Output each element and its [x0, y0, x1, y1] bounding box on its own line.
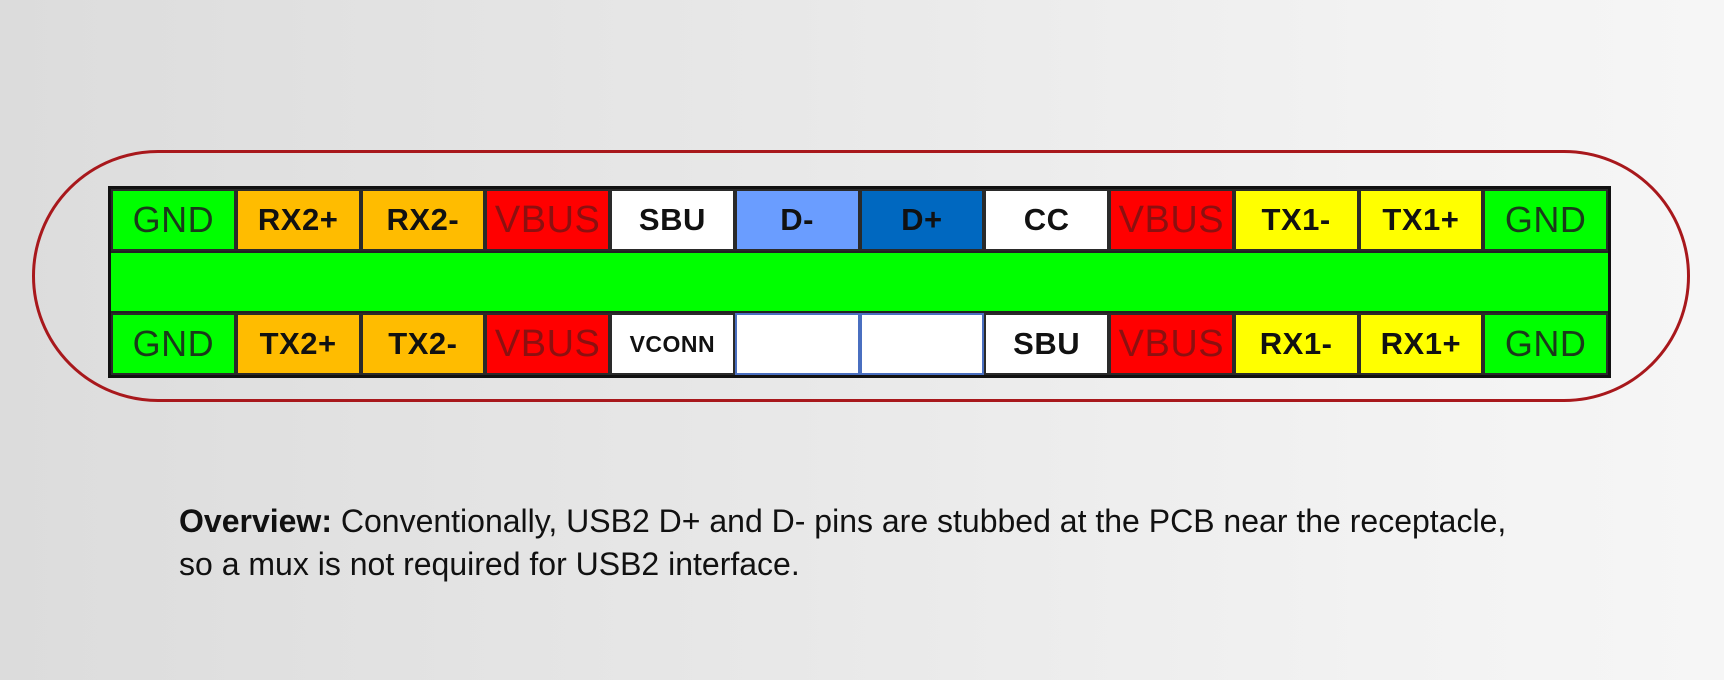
overview-label: Overview:	[179, 503, 332, 539]
bottom-pin-gnd: GND	[1483, 313, 1608, 375]
overview-text: Conventionally, USB2 D+ and D- pins are …	[179, 503, 1507, 582]
top-pin-dplus: D+	[859, 189, 985, 251]
bottom-pin-blank	[859, 313, 985, 375]
top-pin-cc: CC	[984, 189, 1109, 251]
connector-outline	[32, 150, 1690, 402]
bottom-pin-sbu: SBU	[984, 313, 1109, 375]
center-ground-band	[111, 251, 1608, 313]
bottom-pin-tx2plus: TX2+	[235, 313, 361, 375]
top-pin-vbus: VBUS	[485, 189, 610, 251]
top-pin-gnd: GND	[111, 189, 236, 251]
bottom-pin-rx1minus: RX1-	[1233, 313, 1359, 375]
overview-paragraph: Overview: Conventionally, USB2 D+ and D-…	[179, 500, 1529, 586]
bottom-pin-gnd: GND	[111, 313, 236, 375]
bottom-pin-vbus: VBUS	[485, 313, 610, 375]
bottom-pin-rx1plus: RX1+	[1358, 313, 1484, 375]
bottom-pin-vconn: VCONN	[610, 313, 735, 375]
top-pin-rx2minus: RX2-	[360, 189, 486, 251]
top-pin-tx1minus: TX1-	[1233, 189, 1359, 251]
top-pin-dminus: D-	[734, 189, 860, 251]
top-pin-tx1plus: TX1+	[1358, 189, 1484, 251]
bottom-pin-tx2minus: TX2-	[360, 313, 486, 375]
bottom-pin-blank	[734, 313, 860, 375]
top-pin-vbus: VBUS	[1109, 189, 1234, 251]
top-pin-gnd: GND	[1483, 189, 1608, 251]
top-pin-sbu: SBU	[610, 189, 735, 251]
bottom-pin-vbus: VBUS	[1109, 313, 1234, 375]
top-pin-rx2plus: RX2+	[235, 189, 361, 251]
